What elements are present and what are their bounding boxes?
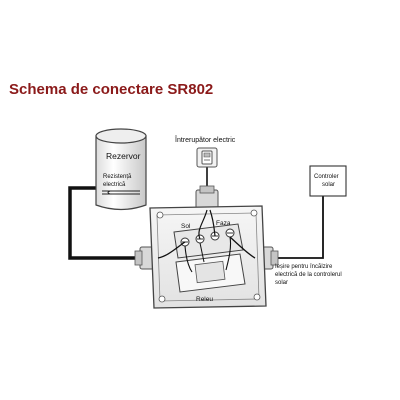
switch-icon — [196, 147, 218, 168]
phase-label: Faza — [216, 220, 231, 227]
tank-icon — [95, 128, 147, 211]
controller-label-line2: solar — [322, 182, 335, 188]
relay-box-icon — [134, 185, 279, 309]
wire-box-to-controller — [262, 196, 324, 259]
ground-label: Sol — [181, 223, 191, 230]
output-label-line3: solar — [275, 280, 288, 286]
output-label-line2: electrică de la controlerul — [275, 272, 342, 278]
controller-label-line1: Controler — [314, 174, 339, 180]
diagram-title: Schema de conectare SR802 — [9, 81, 214, 98]
tank-label: Rezervor — [106, 151, 141, 161]
wire-tank-to-box — [68, 186, 148, 260]
controller-icon — [309, 165, 347, 197]
output-label-line1: Ieșire pentru încălzire — [275, 264, 333, 270]
relay-label: Releu — [196, 296, 213, 303]
switch-label: Întrerupător electric — [174, 135, 236, 144]
heater-label-line2: electrică — [103, 182, 126, 188]
heater-label-line1: Rezistență — [103, 174, 132, 180]
